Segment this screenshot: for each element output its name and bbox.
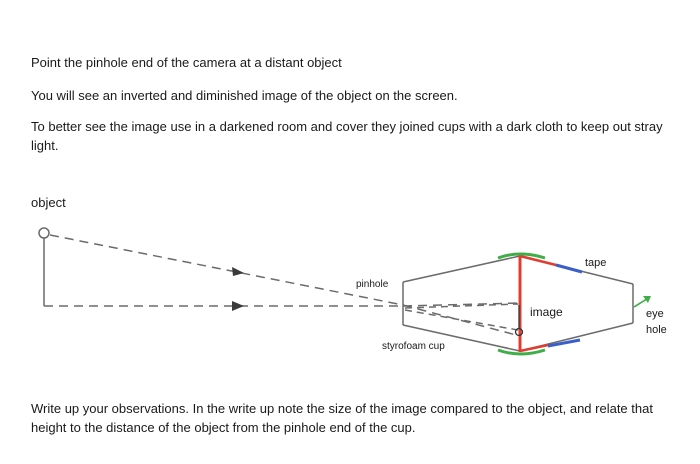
- tape-label: tape: [585, 257, 606, 269]
- observation-task: Write up your observations. In the write…: [31, 401, 653, 435]
- instruction-inverted-image: You will see an inverted and diminished …: [31, 88, 458, 103]
- eye-hole-marker: [633, 296, 651, 308]
- hole-label: hole: [646, 324, 667, 336]
- pinhole-camera-diagram: object pinho: [31, 195, 667, 356]
- inverted-image-line-lower: [519, 343, 549, 353]
- internal-rays: [404, 303, 519, 331]
- tape-blue-bottom: [547, 338, 581, 348]
- instruction-point-camera: Point the pinhole end of the camera at a…: [31, 55, 342, 70]
- ray-arrowhead-top: [232, 267, 244, 276]
- pinhole-label: pinhole: [356, 279, 389, 290]
- inverted-image-line: [519, 254, 561, 268]
- object-figure: [38, 227, 50, 306]
- tape-green-top: [497, 252, 546, 260]
- styrofoam-cup-label: styrofoam cup: [382, 341, 445, 352]
- instruction-darken-room: To better see the image use in a darkene…: [31, 119, 663, 153]
- ray-arrowhead-bottom: [232, 301, 244, 311]
- styrofoam-cup-outline: [402, 255, 634, 352]
- eye-label: eye: [646, 308, 664, 320]
- object-label: object: [31, 195, 66, 210]
- image-label: image: [530, 305, 563, 319]
- tape-green-bottom: [497, 348, 546, 356]
- light-rays: [44, 234, 521, 337]
- tape-blue-top: [555, 263, 583, 274]
